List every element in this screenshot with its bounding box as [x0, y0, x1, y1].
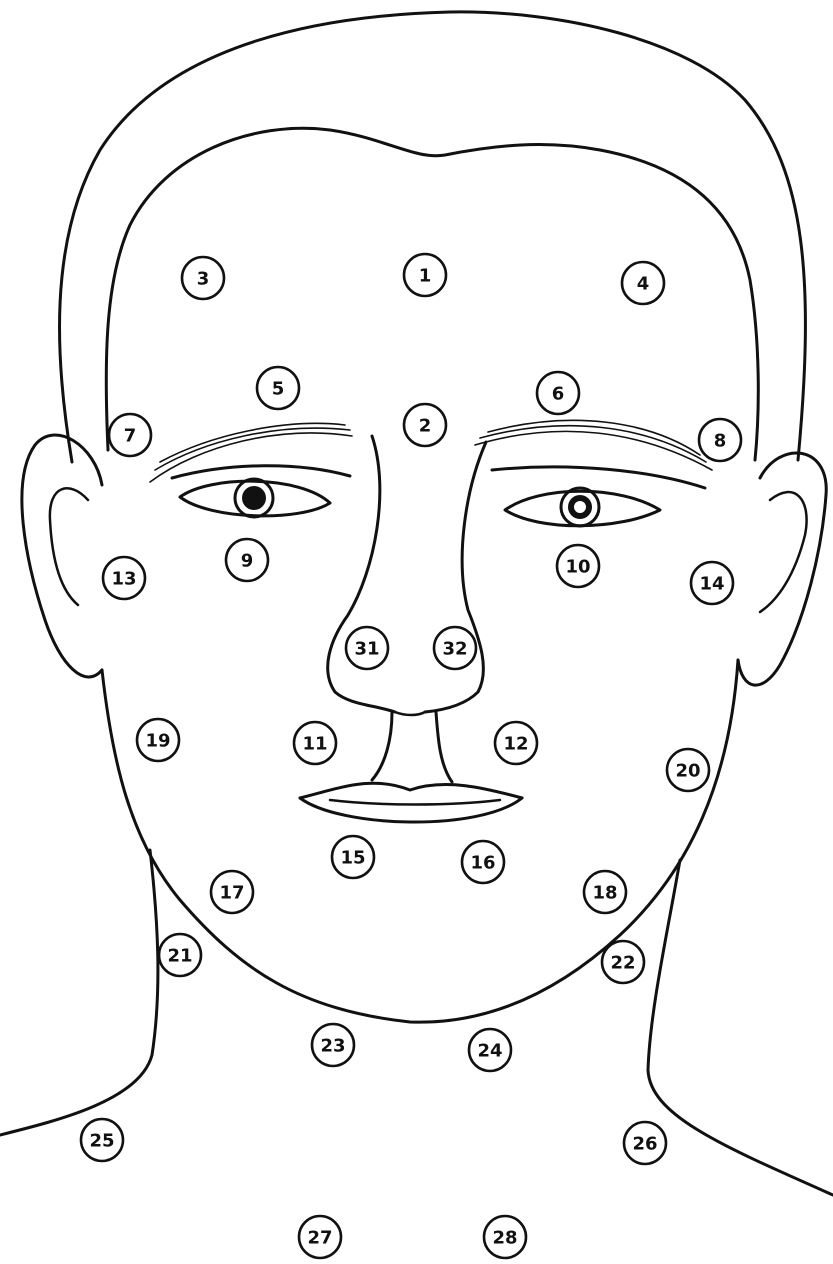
- point-13-label: 13: [111, 569, 136, 590]
- right-eye: [505, 488, 660, 526]
- point-3-label: 3: [197, 269, 210, 290]
- left-eyebrow: [150, 423, 352, 482]
- left-eye: [180, 479, 330, 517]
- point-24-marker: 24: [469, 1029, 511, 1071]
- point-32-marker: 32: [434, 627, 476, 669]
- point-22-marker: 22: [602, 941, 644, 983]
- point-11-label: 11: [302, 734, 327, 755]
- point-12-marker: 12: [495, 722, 537, 764]
- point-27-marker: 27: [299, 1216, 341, 1258]
- point-markers: 1234567891011121314151617181920212223242…: [81, 254, 741, 1258]
- point-5-label: 5: [272, 379, 285, 400]
- point-18-marker: 18: [584, 871, 626, 913]
- point-15-marker: 15: [332, 836, 374, 878]
- head-outline: [60, 12, 806, 462]
- point-7-marker: 7: [109, 414, 151, 456]
- point-10-marker: 10: [557, 545, 599, 587]
- point-26-label: 26: [632, 1134, 657, 1155]
- point-17-marker: 17: [211, 871, 253, 913]
- point-21-marker: 21: [159, 934, 201, 976]
- point-6-marker: 6: [537, 372, 579, 414]
- point-21-label: 21: [167, 946, 192, 967]
- point-17-label: 17: [219, 883, 244, 904]
- point-4-label: 4: [637, 274, 650, 295]
- point-8-marker: 8: [699, 419, 741, 461]
- point-9-marker: 9: [226, 539, 268, 581]
- point-19-label: 19: [145, 731, 170, 752]
- left-eye-pupil: [242, 486, 266, 510]
- point-20-marker: 20: [667, 749, 709, 791]
- point-14-marker: 14: [691, 562, 733, 604]
- point-28-label: 28: [492, 1228, 517, 1249]
- right-eyebrow: [475, 420, 712, 488]
- nose: [328, 436, 486, 715]
- point-1-label: 1: [419, 266, 432, 287]
- point-18-label: 18: [592, 883, 617, 904]
- point-31-label: 31: [354, 639, 379, 660]
- point-10-label: 10: [565, 557, 590, 578]
- point-32-label: 32: [442, 639, 467, 660]
- point-26-marker: 26: [624, 1122, 666, 1164]
- point-2-label: 2: [419, 416, 432, 437]
- point-5-marker: 5: [257, 367, 299, 409]
- right-ear: [738, 453, 826, 685]
- point-27-label: 27: [307, 1228, 332, 1249]
- point-9-label: 9: [241, 551, 254, 572]
- point-20-label: 20: [675, 761, 700, 782]
- point-16-marker: 16: [462, 841, 504, 883]
- point-16-label: 16: [470, 853, 495, 874]
- point-22-label: 22: [610, 953, 635, 974]
- point-11-marker: 11: [294, 722, 336, 764]
- point-19-marker: 19: [137, 719, 179, 761]
- point-2-marker: 2: [404, 404, 446, 446]
- point-1-marker: 1: [404, 254, 446, 296]
- point-12-label: 12: [503, 734, 528, 755]
- point-25-label: 25: [89, 1131, 114, 1152]
- left-ear: [22, 435, 102, 677]
- point-23-label: 23: [320, 1036, 345, 1057]
- point-25-marker: 25: [81, 1119, 123, 1161]
- point-28-marker: 28: [484, 1216, 526, 1258]
- point-8-label: 8: [714, 431, 727, 452]
- point-4-marker: 4: [622, 262, 664, 304]
- point-14-label: 14: [699, 574, 724, 595]
- point-7-label: 7: [124, 426, 137, 447]
- right-eye-highlight: [574, 501, 586, 513]
- point-24-label: 24: [477, 1041, 502, 1062]
- point-31-marker: 31: [346, 627, 388, 669]
- point-6-label: 6: [552, 384, 565, 405]
- mouth: [300, 712, 522, 822]
- point-23-marker: 23: [312, 1024, 354, 1066]
- point-15-label: 15: [340, 848, 365, 869]
- point-3-marker: 3: [182, 257, 224, 299]
- point-13-marker: 13: [103, 557, 145, 599]
